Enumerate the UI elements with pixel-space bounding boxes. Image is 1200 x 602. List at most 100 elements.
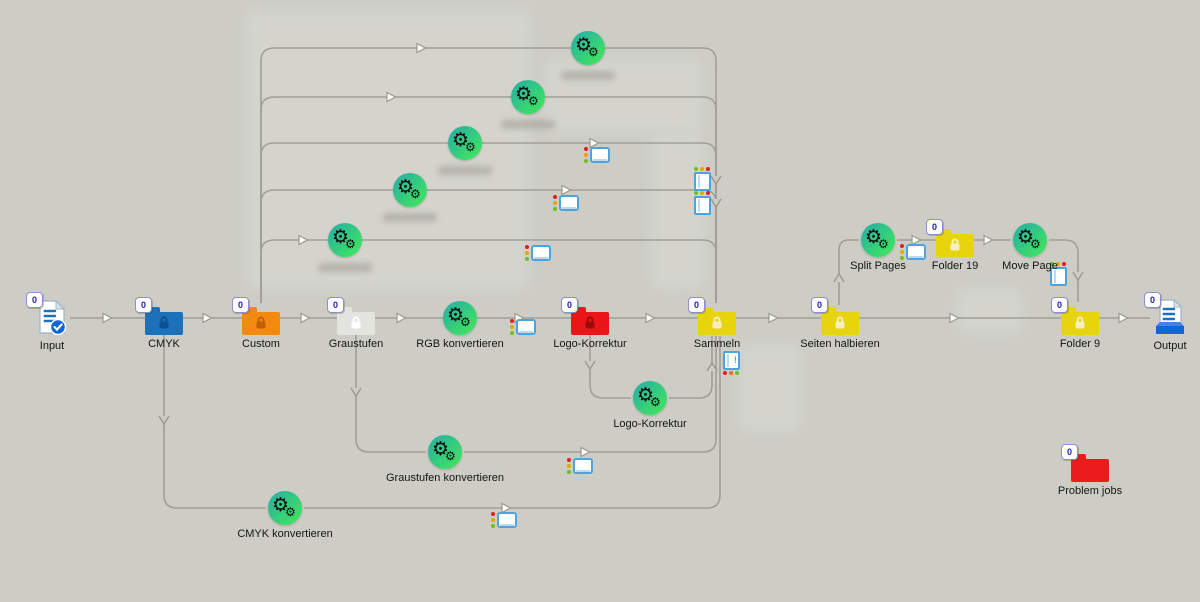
gear-glyph: ⚙ [588, 45, 599, 59]
status-dot-icon [553, 207, 557, 211]
job-file-icon [1050, 267, 1067, 286]
traffic-light-filter[interactable] [525, 245, 551, 261]
status-dot-icon [1050, 262, 1054, 266]
arrowhead-icon [416, 42, 427, 54]
node-rgb_konv[interactable]: ⚙⚙RGB konvertieren [416, 301, 504, 350]
traffic-light-filter[interactable] [553, 195, 579, 211]
node-label: CMYK [148, 337, 180, 350]
node-blur4[interactable]: ⚙⚙ [383, 173, 437, 222]
folder-icon [1061, 306, 1099, 335]
traffic-light-filter[interactable] [1050, 262, 1067, 286]
node-move_page[interactable]: ⚙⚙Move Page [1002, 223, 1058, 272]
status-dot-icon [1062, 262, 1066, 266]
flow-connection[interactable] [260, 189, 717, 303]
arrowhead-icon [768, 312, 779, 324]
node-label: Folder 19 [931, 259, 979, 272]
lock-icon [712, 316, 722, 329]
node-label: Logo-Korrektur [553, 337, 627, 350]
node-label: Graustufen konvertieren [385, 472, 505, 484]
traffic-light-filter[interactable]: ! [723, 351, 740, 376]
gear-glyph: ⚙ [397, 176, 415, 198]
traffic-light-icon [525, 245, 529, 261]
flow-connection[interactable] [355, 334, 426, 453]
traffic-light-filter[interactable] [491, 512, 517, 528]
redacted-label [501, 120, 555, 129]
status-dot-icon [729, 371, 733, 375]
job-count-badge: 0 [561, 296, 578, 313]
redacted-label [438, 166, 492, 175]
traffic-light-filter[interactable] [694, 191, 711, 215]
node-label: Split Pages [850, 260, 906, 272]
document-output-icon [1156, 298, 1184, 334]
flow-connection[interactable] [464, 336, 717, 453]
chevron-down-icon [584, 360, 596, 371]
gear-glyph: ⚙ [410, 187, 421, 201]
node-label: Custom [242, 337, 280, 350]
traffic-light-filter[interactable] [694, 167, 711, 191]
flow-connection[interactable] [669, 336, 713, 399]
job-count-badge: 0 [688, 296, 705, 313]
lock-icon [351, 316, 361, 329]
gear-icon: ⚙⚙ [861, 223, 895, 257]
flow-connection[interactable] [1049, 239, 1079, 302]
arrowhead-icon [386, 91, 397, 103]
flow-connection[interactable] [260, 96, 717, 303]
lock-icon [585, 316, 595, 329]
job-count-badge: 0 [135, 296, 152, 313]
flow-connection[interactable] [260, 239, 717, 303]
arrowhead-icon [911, 234, 922, 246]
status-dot-icon [706, 191, 710, 195]
node-blur1[interactable]: ⚙⚙ [561, 31, 615, 80]
traffic-light-filter[interactable] [510, 319, 536, 335]
flow-connection[interactable] [304, 336, 721, 509]
node-logo_gear[interactable]: ⚙⚙Logo-Korrektur [613, 381, 687, 430]
status-dot-icon [510, 319, 514, 323]
job-count-badge: 0 [327, 296, 344, 313]
hold-job-icon [573, 458, 593, 474]
node-label: RGB konvertieren [416, 338, 504, 350]
gear-icon: ⚙⚙ [328, 223, 362, 257]
status-dot-icon [567, 464, 571, 468]
gear-glyph: ⚙ [432, 438, 450, 460]
status-dot-icon [584, 153, 588, 157]
traffic-light-filter[interactable] [567, 458, 593, 474]
node-cmyk_konv[interactable]: ⚙⚙CMYK konvertieren [237, 491, 333, 540]
flow-connection[interactable] [838, 239, 859, 305]
gear-glyph: ⚙ [272, 494, 290, 516]
flow-connection[interactable] [589, 334, 631, 399]
gear-glyph: ⚙ [465, 140, 476, 154]
flow-connection[interactable] [260, 47, 717, 303]
flow-connection[interactable] [260, 142, 717, 303]
node-blur3[interactable]: ⚙⚙ [438, 126, 492, 175]
traffic-light-filter[interactable] [584, 147, 610, 163]
hold-job-icon [497, 512, 517, 528]
node-blur2[interactable]: ⚙⚙ [501, 80, 555, 129]
node-blur5[interactable]: ⚙⚙ [318, 223, 372, 272]
hold-job-icon [531, 245, 551, 261]
hold-job-icon [559, 195, 579, 211]
lock-icon [950, 238, 960, 251]
chevron-down-icon [1072, 271, 1084, 282]
node-split_pages[interactable]: ⚙⚙ Split Pages [850, 223, 906, 272]
traffic-light-filter[interactable] [900, 244, 926, 260]
flow-connection[interactable] [163, 334, 266, 509]
traffic-light-icon [510, 319, 514, 335]
traffic-light-icon [723, 371, 739, 375]
hold-job-icon [906, 244, 926, 260]
node-label: Folder 9 [1059, 337, 1101, 350]
redaction-blur [738, 345, 800, 431]
node-grau_konv[interactable]: ⚙⚙Graustufen konvertieren [386, 435, 504, 484]
